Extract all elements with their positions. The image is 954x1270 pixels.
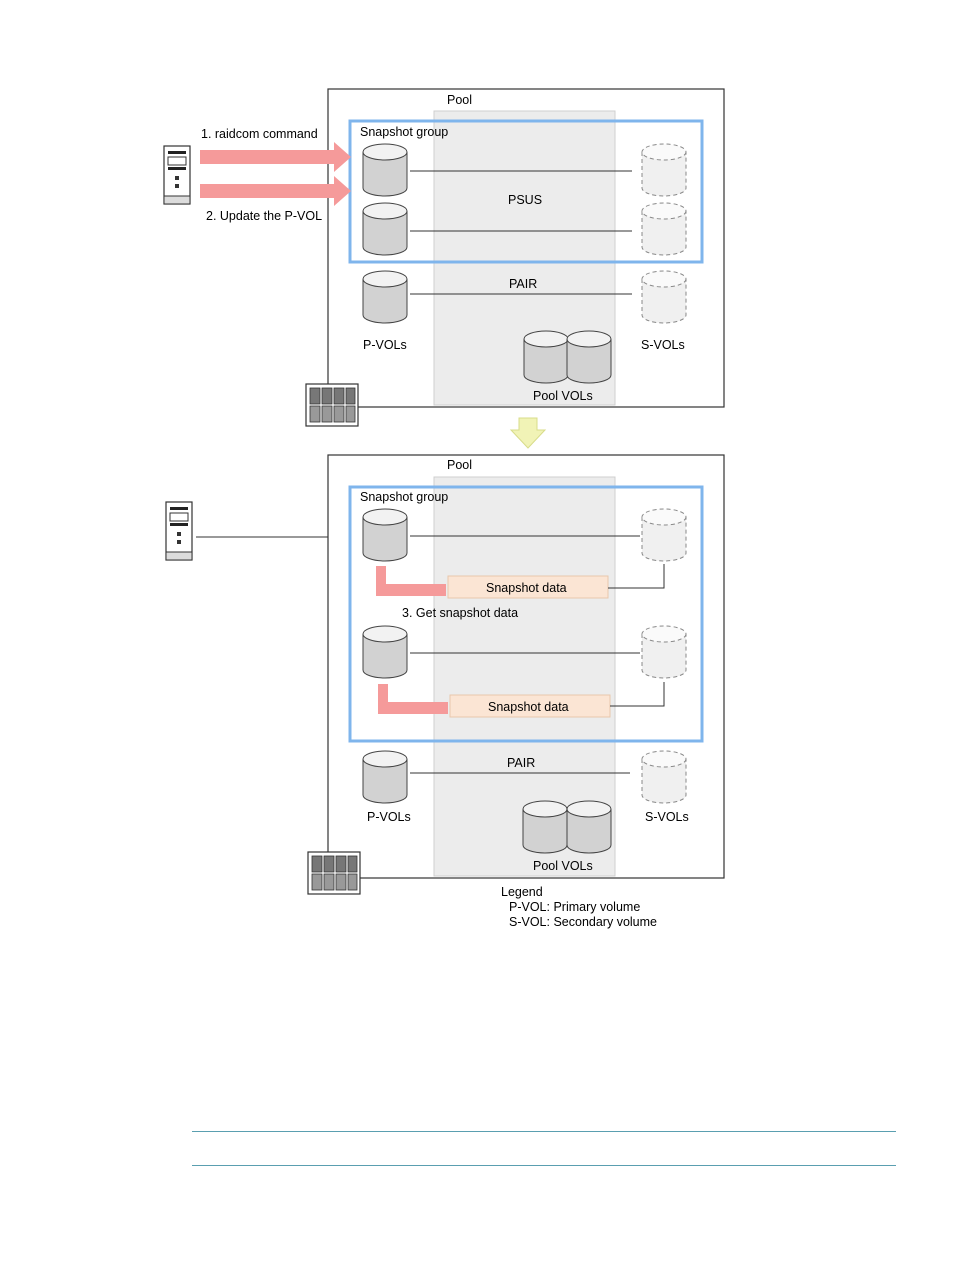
down-arrow-icon bbox=[511, 418, 545, 448]
top-pvol-3-icon bbox=[363, 271, 407, 323]
bottom-pool-vol-2-icon bbox=[567, 801, 611, 853]
snapshot-data-label-1: Snapshot data bbox=[486, 581, 567, 595]
bottom-pvol-2-icon bbox=[363, 626, 407, 678]
bottom-snapshot-group-label: Snapshot group bbox=[360, 490, 448, 504]
bottom-pvol-1-icon bbox=[363, 509, 407, 561]
bottom-storage-array-icon bbox=[308, 852, 360, 894]
bottom-svol-3-icon bbox=[642, 751, 686, 803]
bottom-pool-vols-label: Pool VOLs bbox=[533, 859, 593, 873]
top-diagram: Pool Snapshot group 1. raidcom command 2… bbox=[164, 89, 724, 426]
top-pool-vol-1-icon bbox=[524, 331, 568, 383]
top-svol-1-icon bbox=[642, 144, 686, 196]
top-pvol-2-icon bbox=[363, 203, 407, 255]
top-step2-label: 2. Update the P-VOL bbox=[206, 209, 322, 223]
legend: Legend P-VOL: Primary volume S-VOL: Seco… bbox=[501, 885, 657, 929]
bottom-pvol-3-icon bbox=[363, 751, 407, 803]
bottom-server-icon bbox=[166, 502, 192, 560]
bottom-pvols-label: P-VOLs bbox=[367, 810, 411, 824]
top-step1-label: 1. raidcom command bbox=[201, 127, 318, 141]
divider-rule-top bbox=[192, 1131, 896, 1132]
top-svol-3-icon bbox=[642, 271, 686, 323]
top-pvol-1-icon bbox=[363, 144, 407, 196]
legend-svol: S-VOL: Secondary volume bbox=[509, 915, 657, 929]
top-snapshot-group-label: Snapshot group bbox=[360, 125, 448, 139]
bottom-svol-1-icon bbox=[642, 509, 686, 561]
bottom-pool-label: Pool bbox=[447, 458, 472, 472]
step3-label: 3. Get snapshot data bbox=[402, 606, 518, 620]
bottom-pool-vol-1-icon bbox=[523, 801, 567, 853]
top-psus-label: PSUS bbox=[508, 193, 542, 207]
top-pool-vols-label: Pool VOLs bbox=[533, 389, 593, 403]
top-pool-label: Pool bbox=[447, 93, 472, 107]
legend-pvol: P-VOL: Primary volume bbox=[509, 900, 640, 914]
top-pool-vol-2-icon bbox=[567, 331, 611, 383]
top-pair-label: PAIR bbox=[509, 277, 537, 291]
top-server-icon bbox=[164, 146, 190, 204]
divider-rule-bottom bbox=[192, 1165, 896, 1166]
bottom-pair-label: PAIR bbox=[507, 756, 535, 770]
top-pvols-label: P-VOLs bbox=[363, 338, 407, 352]
top-svols-label: S-VOLs bbox=[641, 338, 685, 352]
legend-title: Legend bbox=[501, 885, 543, 899]
snapshot-data-label-2: Snapshot data bbox=[488, 700, 569, 714]
bottom-diagram: Pool Snapshot group Snapshot data 3. Get… bbox=[166, 455, 724, 894]
bottom-svols-label: S-VOLs bbox=[645, 810, 689, 824]
top-svol-2-icon bbox=[642, 203, 686, 255]
top-storage-array-icon bbox=[306, 384, 358, 426]
bottom-svol-2-icon bbox=[642, 626, 686, 678]
